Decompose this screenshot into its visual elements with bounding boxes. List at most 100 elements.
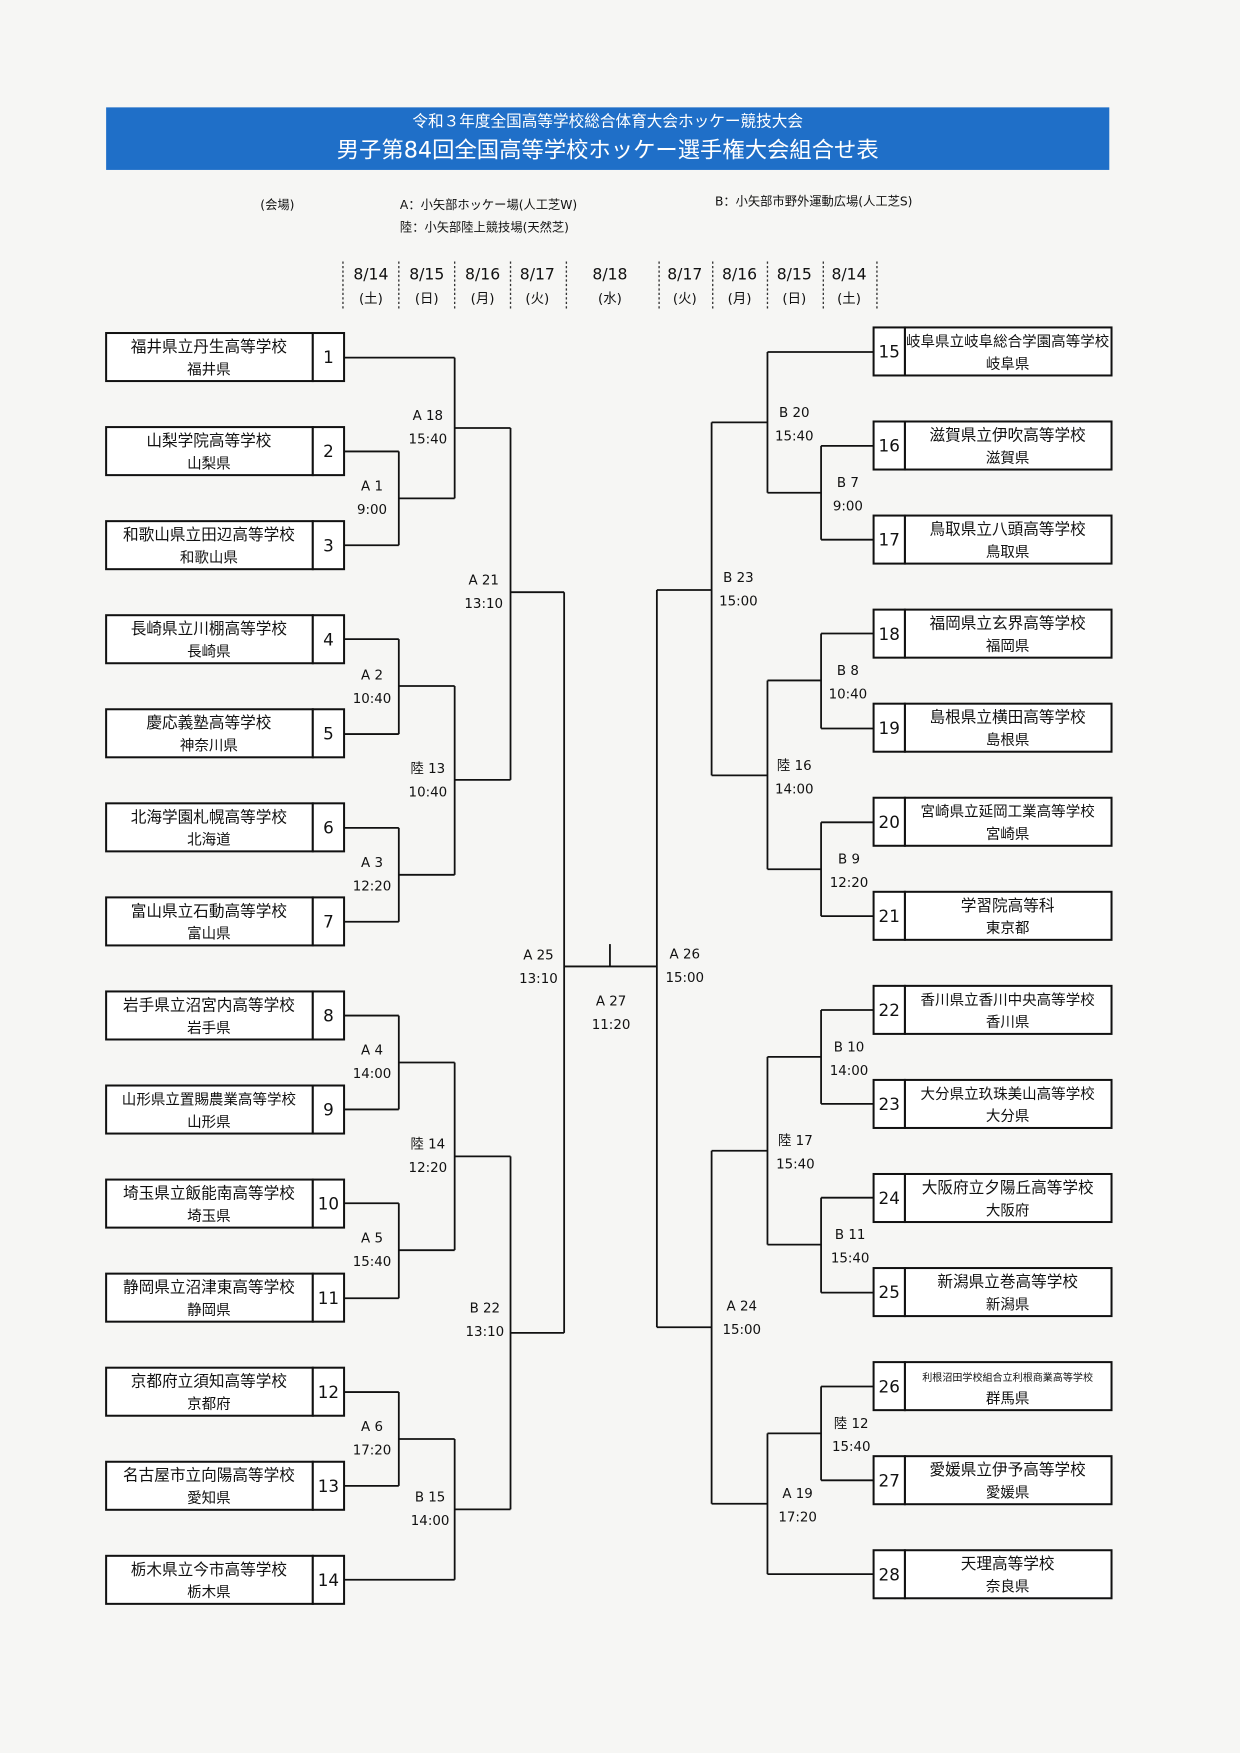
match-time: 17:20 bbox=[353, 1444, 392, 1459]
match-code: 陸 13 bbox=[411, 761, 446, 777]
team-number-box bbox=[311, 520, 346, 571]
team-number-box bbox=[311, 1178, 346, 1229]
team-number: 16 bbox=[879, 436, 900, 456]
match-code: 陸 16 bbox=[777, 758, 812, 774]
school-name: 福岡県立玄界高等学校 bbox=[930, 614, 1087, 633]
venue-b: B：小矢部市野外運動広場(人工芝S) bbox=[715, 194, 913, 209]
match-time: 14:00 bbox=[353, 1067, 392, 1082]
team-number-box bbox=[872, 1267, 906, 1318]
prefecture: 静岡県 bbox=[187, 1302, 231, 1319]
match-time: 17:20 bbox=[778, 1511, 817, 1526]
team-number-box bbox=[872, 1078, 906, 1129]
venue-legend: (会場) A：小矢部ホッケー場(人工芝W) 陸：小矢部陸上競技場(天然芝) B：… bbox=[260, 194, 912, 235]
weekday-label: (土) bbox=[359, 291, 383, 307]
match-b23: B 23 15:00 bbox=[719, 571, 758, 609]
team-number: 27 bbox=[879, 1470, 900, 1490]
match-code: A 21 bbox=[468, 573, 498, 588]
match-code: B 15 bbox=[415, 1491, 445, 1506]
match-time: 13:10 bbox=[464, 597, 503, 612]
weekday-label: (土) bbox=[837, 291, 861, 307]
match-code: 陸 17 bbox=[778, 1133, 813, 1149]
match-code: 陸 12 bbox=[834, 1416, 869, 1432]
match-time: 14:00 bbox=[830, 1064, 869, 1079]
match-code: A 1 bbox=[361, 480, 383, 495]
school-name: 宮崎県立延岡工業高等学校 bbox=[921, 803, 1096, 821]
match-code: A 26 bbox=[670, 948, 700, 963]
match-time: 14:00 bbox=[411, 1514, 450, 1529]
date-header: 8/14(土)8/15(日)8/16(月)8/17(火)8/18(水)8/17(… bbox=[342, 261, 878, 309]
date-label: 8/14 bbox=[831, 264, 866, 283]
date-label: 8/18 bbox=[592, 264, 627, 283]
match-code: B 8 bbox=[837, 664, 859, 679]
team-number-box bbox=[872, 796, 906, 847]
date-label: 8/16 bbox=[722, 264, 757, 283]
match-code: B 7 bbox=[837, 476, 859, 491]
team-number-box bbox=[872, 514, 906, 565]
match-a1: A 19:00 bbox=[357, 480, 387, 518]
school-name: 大分県立玖珠美山高等学校 bbox=[921, 1085, 1096, 1103]
team-number-box bbox=[872, 984, 906, 1035]
team-number: 12 bbox=[318, 1382, 339, 1402]
team-number-box bbox=[311, 426, 346, 477]
team-number-box bbox=[311, 1554, 346, 1605]
match-code: A 24 bbox=[727, 1300, 757, 1315]
prefecture: 新潟県 bbox=[986, 1296, 1030, 1313]
match-time: 15:00 bbox=[665, 971, 704, 986]
date-label: 8/17 bbox=[667, 264, 702, 283]
match-a21: A 21 13:10 bbox=[464, 573, 503, 611]
school-name: 山梨学院高等学校 bbox=[146, 431, 271, 450]
team-number-box bbox=[872, 326, 906, 377]
match-time: 15:00 bbox=[719, 595, 758, 610]
match-code: B 20 bbox=[779, 406, 809, 421]
match-a4: A 414:00 bbox=[353, 1044, 392, 1082]
prefecture: 愛媛県 bbox=[986, 1485, 1030, 1502]
date-label: 8/15 bbox=[409, 264, 444, 283]
header-banner: 令和３年度全国高等学校総合体育大会ホッケー競技大会 男子第84回全国高等学校ホッ… bbox=[106, 107, 1110, 170]
match-code: A 6 bbox=[361, 1420, 383, 1435]
school-name: 香川県立香川中央高等学校 bbox=[921, 991, 1096, 1009]
team-number: 26 bbox=[879, 1376, 900, 1396]
prefecture: 神奈川県 bbox=[180, 738, 238, 755]
prefecture: 岩手県 bbox=[187, 1020, 231, 1037]
team-number: 2 bbox=[323, 441, 334, 461]
match-a5: A 515:40 bbox=[353, 1231, 392, 1269]
venue-label: (会場) bbox=[260, 198, 294, 212]
team-number-box bbox=[311, 614, 346, 665]
match-code: B 23 bbox=[723, 571, 753, 586]
team-number-box bbox=[311, 990, 346, 1041]
school-name: 大阪府立夕陽丘高等学校 bbox=[922, 1178, 1094, 1197]
prefecture: 香川県 bbox=[986, 1014, 1030, 1031]
match-code: A 3 bbox=[361, 856, 383, 871]
team-name-box bbox=[903, 1267, 1113, 1318]
match-time: 12:20 bbox=[353, 879, 392, 894]
team-number: 21 bbox=[879, 906, 900, 926]
match-code: 陸 14 bbox=[411, 1137, 446, 1153]
team-number-box bbox=[311, 708, 346, 759]
team-name-box bbox=[903, 796, 1113, 847]
team-name-box bbox=[105, 1460, 314, 1511]
school-name: 天理高等学校 bbox=[961, 1554, 1055, 1573]
match-code: B 11 bbox=[835, 1228, 865, 1243]
school-name: 福井県立丹生高等学校 bbox=[131, 337, 288, 356]
header-title: 男子第84回全国高等学校ホッケー選手権大会組合せ表 bbox=[337, 138, 879, 164]
school-name: 鳥取県立八頭高等学校 bbox=[930, 520, 1087, 539]
team-number-box bbox=[311, 1366, 346, 1417]
team-name-box bbox=[903, 984, 1113, 1035]
match-time: 13:10 bbox=[466, 1325, 505, 1340]
